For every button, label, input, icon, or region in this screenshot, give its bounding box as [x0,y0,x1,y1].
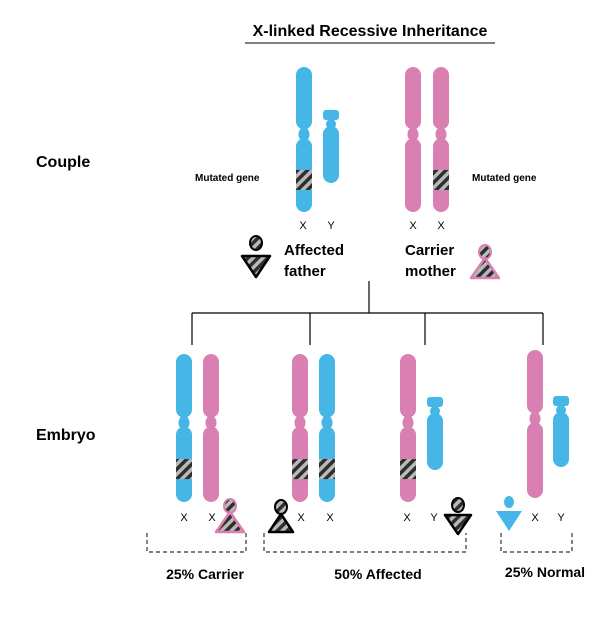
embryo3-chromosome-label-2: Y [430,512,438,524]
father-x-chromosome [296,67,312,212]
embryo1-x-chromosome-father [176,354,192,502]
mother-chromosome-label-1: X [409,220,417,232]
embryo1-chromosome-label-2: X [208,512,216,524]
mutated-gene-band [319,459,335,480]
father-gene-note: Mutated gene [195,173,260,184]
embryo2-x-chromosome-mother [292,354,308,502]
mother-x-chromosome-normal [405,67,421,212]
embryo4-x-chromosome-mother [527,350,543,498]
mutated-gene-band [400,459,416,480]
affected-female-icon [267,499,295,534]
embryo4-y-chromosome [553,396,569,467]
embryo4-chromosome-label-2: Y [557,512,565,524]
row-label-couple: Couple [36,154,90,171]
father-label-line1: Affected [284,242,344,259]
inheritance-tree-lines [191,281,544,345]
mother-x-chromosome-mutated [433,67,449,212]
embryo4-chromosome-label-1: X [531,512,539,524]
embryo1-chromosome-label-1: X [180,512,188,524]
embryo2-x-chromosome-father [319,354,335,502]
embryo1-x-chromosome-mother [203,354,219,502]
father-chromosome-label-2: Y [327,220,335,232]
affected-male-icon [443,497,473,536]
mother-gene-note: Mutated gene [472,173,537,184]
mother-label-line1: Carrier [405,242,454,259]
embryo3-y-chromosome [427,397,443,470]
mother-chromosome-label-2: X [437,220,445,232]
summary-carrier: 25% Carrier [166,566,244,582]
outcome-brackets [146,533,573,553]
mutated-gene-band [433,169,449,190]
summary-normal: 25% Normal [505,564,585,580]
mutated-gene-band [292,459,308,480]
carrier-female-icon [214,498,246,534]
embryo2-chromosome-label-1: X [297,512,305,524]
embryo3-chromosome-label-1: X [403,512,411,524]
affected-male-icon [240,235,272,279]
embryo3-x-chromosome-mother [400,354,416,502]
chromosomes [176,67,569,502]
father-label-line2: father [284,263,326,280]
carrier-female-icon [469,244,501,280]
normal-male-icon [496,496,522,531]
summary-affected: 50% Affected [334,566,421,582]
father-chromosome-label-1: X [299,220,307,232]
mother-label-line2: mother [405,263,456,280]
father-y-chromosome [323,110,339,183]
mutated-gene-band [176,459,192,480]
diagram-title: X-linked Recessive Inheritance [253,23,488,40]
row-label-embryo: Embryo [36,427,96,444]
embryo2-chromosome-label-2: X [326,512,334,524]
mutated-gene-band [296,169,312,190]
